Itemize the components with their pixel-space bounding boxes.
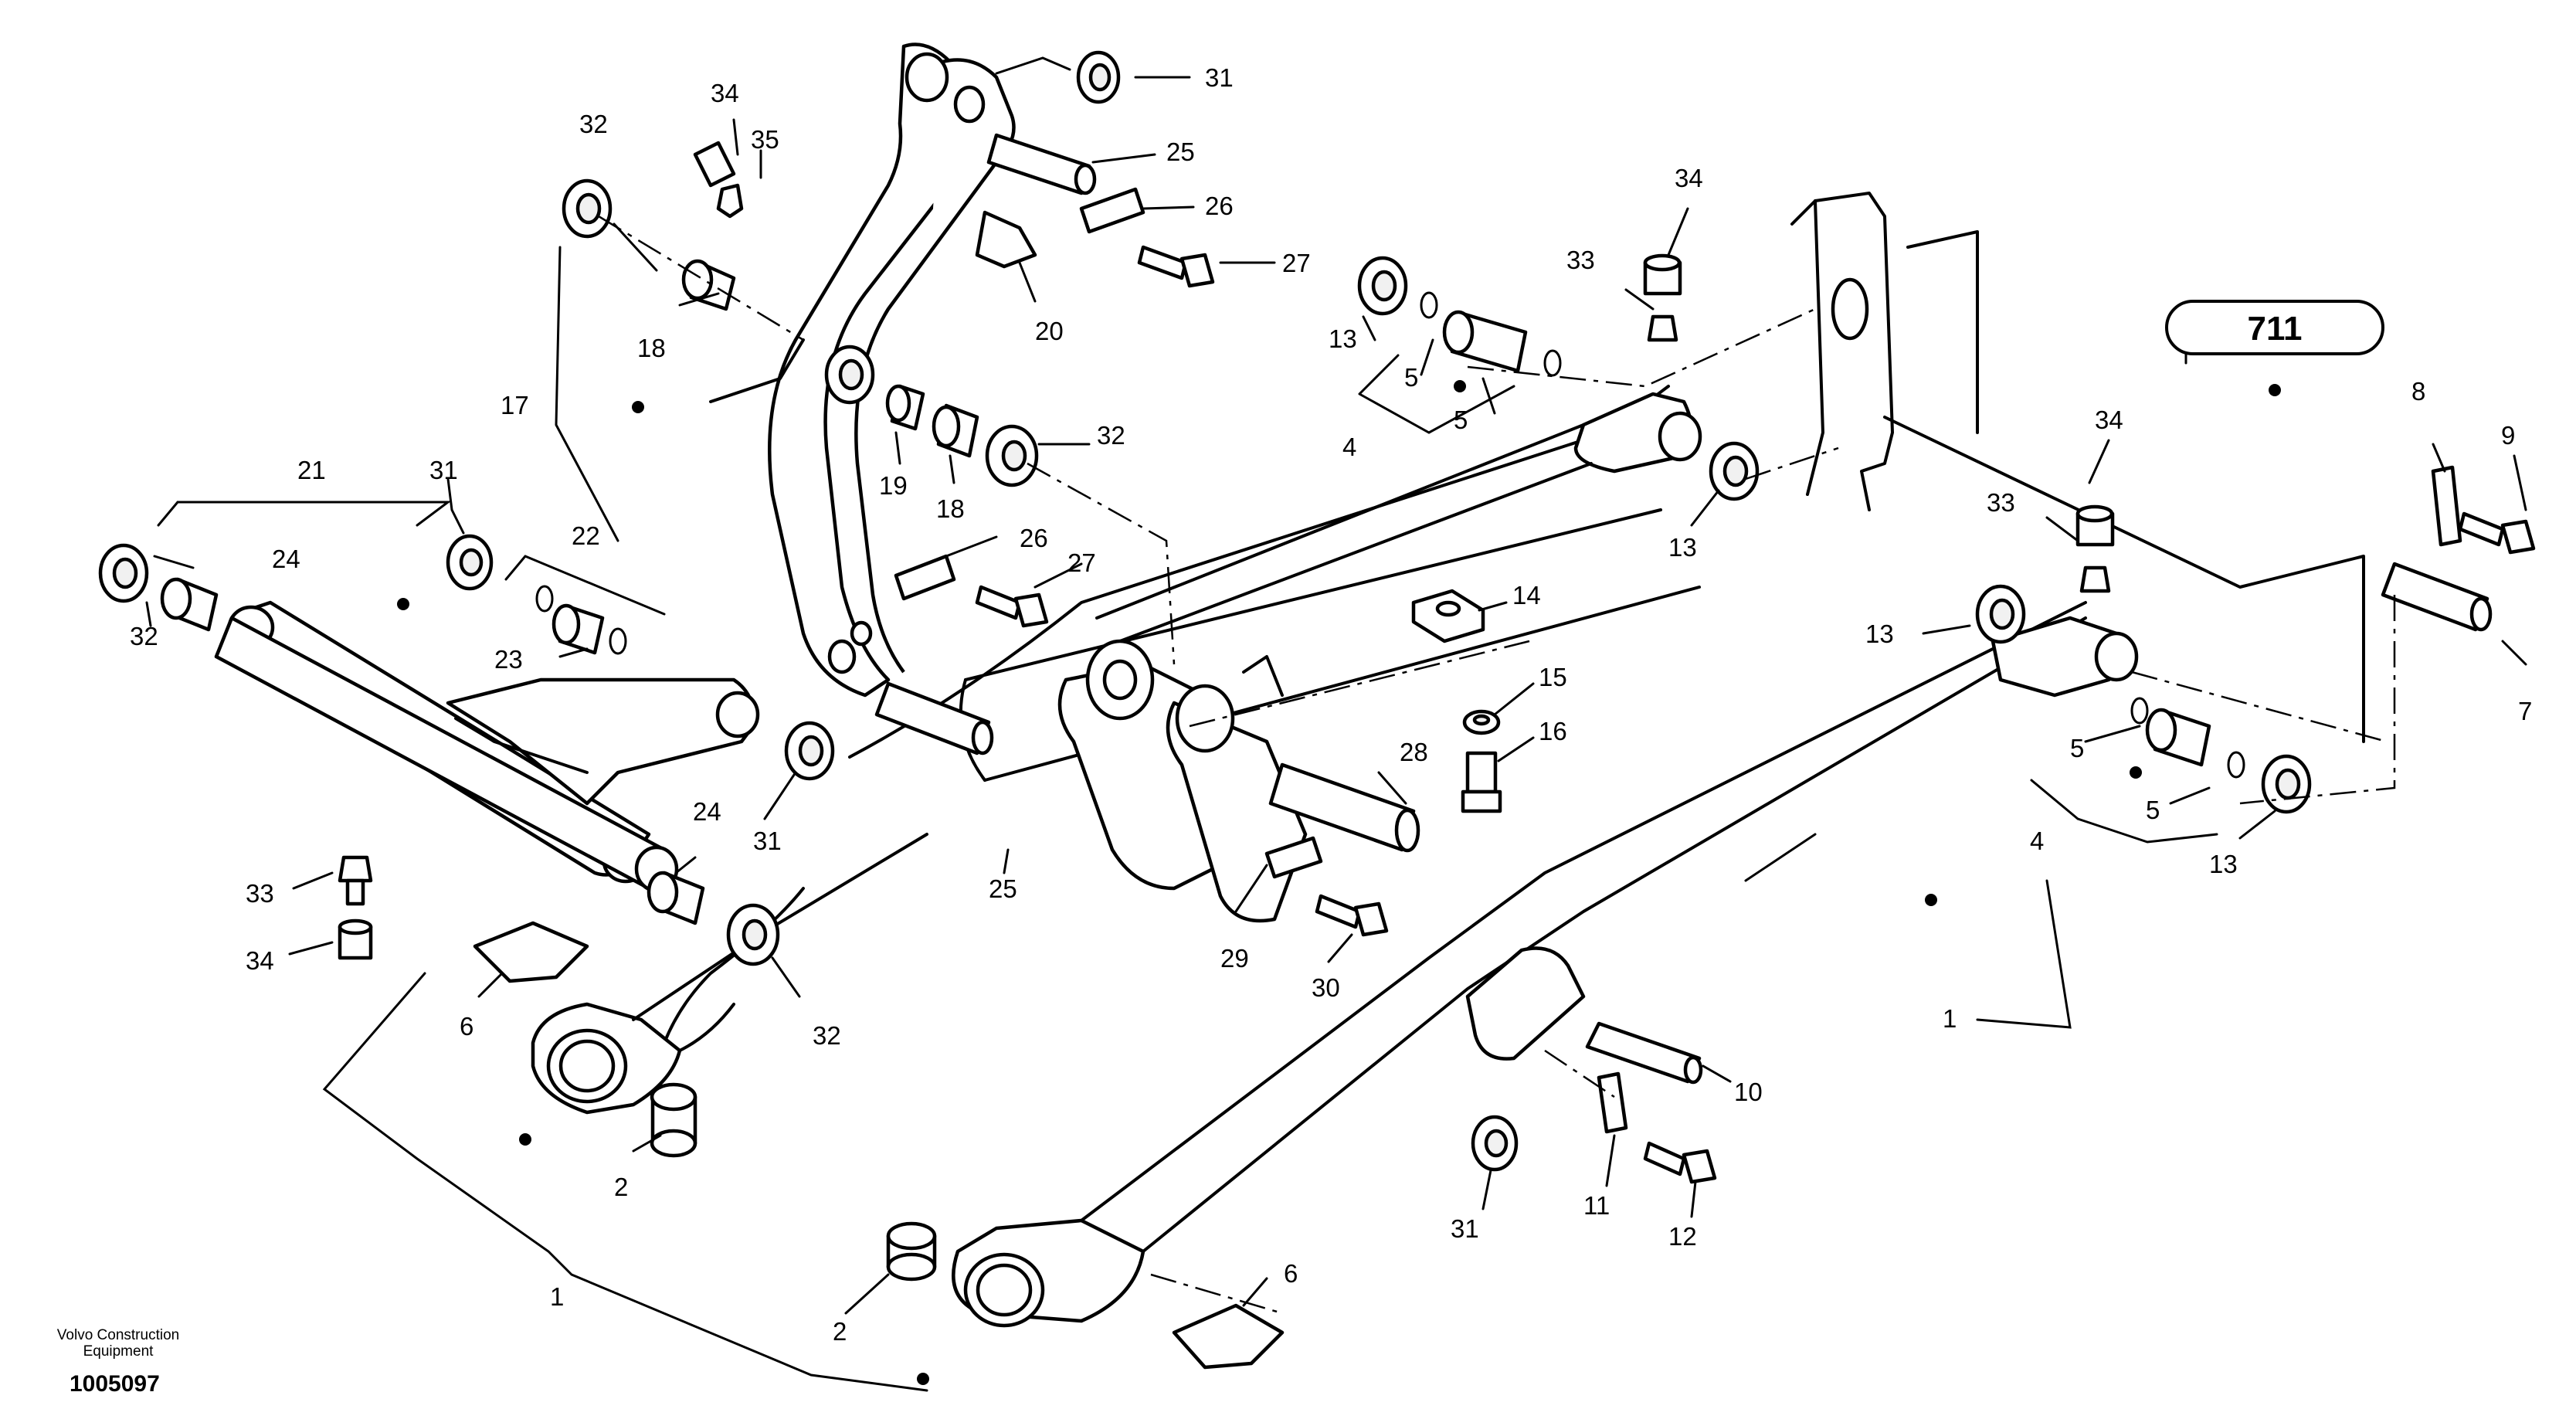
callout-9: 9 (2501, 421, 2515, 450)
callout-10: 10 (1734, 1078, 1763, 1106)
callout-33: 33 (1566, 246, 1595, 274)
badge-711: 711 (2165, 300, 2384, 355)
callout-15: 15 (1539, 663, 1567, 691)
callout-18: 18 (936, 494, 965, 523)
brand-line-1: Volvo Construction (56, 1327, 180, 1343)
stop-block-14 (1411, 589, 1502, 813)
callout-20: 20 (1035, 317, 1064, 345)
callout-34: 34 (246, 946, 274, 975)
callout-30: 30 (1312, 973, 1340, 1002)
small-hardware (338, 141, 2536, 1370)
callout-23: 23 (494, 645, 523, 674)
callout-32: 32 (1097, 421, 1125, 450)
callout-29: 29 (1220, 944, 1249, 973)
callout-12: 12 (1668, 1222, 1697, 1251)
callout-16: 16 (1539, 717, 1567, 745)
callout-31: 31 (1451, 1214, 1479, 1243)
callout-32: 32 (813, 1021, 841, 1050)
callout-1: 1 (550, 1282, 564, 1311)
callout-32: 32 (130, 622, 158, 650)
callout-25: 25 (1166, 138, 1195, 166)
callout-28: 28 (1400, 738, 1428, 766)
badge-text: 711 (2248, 310, 2303, 348)
callout-5: 5 (2146, 796, 2160, 824)
lower-arm-right (952, 601, 2139, 1328)
pins (214, 133, 2493, 1085)
callout-7: 7 (2518, 697, 2532, 725)
callout-27: 27 (1067, 548, 1096, 577)
document-number: 1005097 (70, 1371, 160, 1397)
callout-22: 22 (572, 521, 600, 550)
callout-6: 6 (460, 1012, 473, 1041)
callout-labels: 31 25 26 27 20 34 35 32 18 17 19 18 32 2… (130, 63, 2532, 1346)
callout-34: 34 (711, 79, 739, 107)
boom-arm-17 (709, 42, 1016, 698)
upper-link-arm (1095, 392, 1702, 643)
callout-13: 13 (1865, 620, 1894, 648)
callout-31: 31 (753, 827, 782, 855)
callout-4: 4 (1342, 433, 1356, 461)
callout-4: 4 (2030, 827, 2044, 855)
callout-24: 24 (693, 797, 721, 826)
callout-21: 21 (297, 456, 326, 484)
callout-13: 13 (1668, 533, 1697, 562)
callout-18: 18 (637, 334, 666, 362)
callout-24: 24 (272, 545, 300, 573)
washers-and-bushings (98, 50, 2312, 1282)
brand-line-2: Equipment (83, 1343, 154, 1360)
callout-5: 5 (2070, 734, 2084, 762)
callout-14: 14 (1512, 581, 1541, 609)
lower-arm-left (531, 833, 928, 1115)
callout-27: 27 (1282, 249, 1311, 277)
link-arm-21 (227, 600, 760, 884)
callout-35: 35 (751, 125, 779, 154)
callout-13: 13 (1329, 324, 1357, 353)
callout-2: 2 (833, 1317, 847, 1346)
callout-25: 25 (989, 874, 1017, 903)
reference-dots (397, 380, 2281, 1385)
callout-2: 2 (614, 1173, 628, 1201)
leader-lines (145, 56, 2527, 1392)
callout-5: 5 (1454, 406, 1468, 434)
callout-26: 26 (1020, 524, 1048, 552)
callout-13: 13 (2209, 850, 2238, 878)
callout-6: 6 (1284, 1259, 1298, 1288)
callout-34: 34 (1675, 164, 1703, 192)
callout-19: 19 (879, 471, 908, 500)
callout-33: 33 (246, 879, 274, 908)
callout-33: 33 (1987, 488, 2015, 517)
callout-1: 1 (1943, 1004, 1957, 1033)
center-lines (598, 215, 2396, 1315)
callout-5: 5 (1404, 363, 1418, 392)
callout-8: 8 (2411, 377, 2425, 406)
center-housing (1057, 639, 1308, 923)
rear-frame-plate (1790, 192, 2365, 743)
brand-label: Volvo Construction Equipment (37, 1327, 199, 1360)
callout-32: 32 (579, 110, 608, 138)
callout-17: 17 (501, 391, 529, 419)
callout-31: 31 (429, 456, 458, 484)
callout-11: 11 (1583, 1191, 1610, 1220)
callout-31: 31 (1205, 63, 1234, 92)
callout-26: 26 (1205, 192, 1234, 220)
callout-34: 34 (2095, 406, 2123, 434)
